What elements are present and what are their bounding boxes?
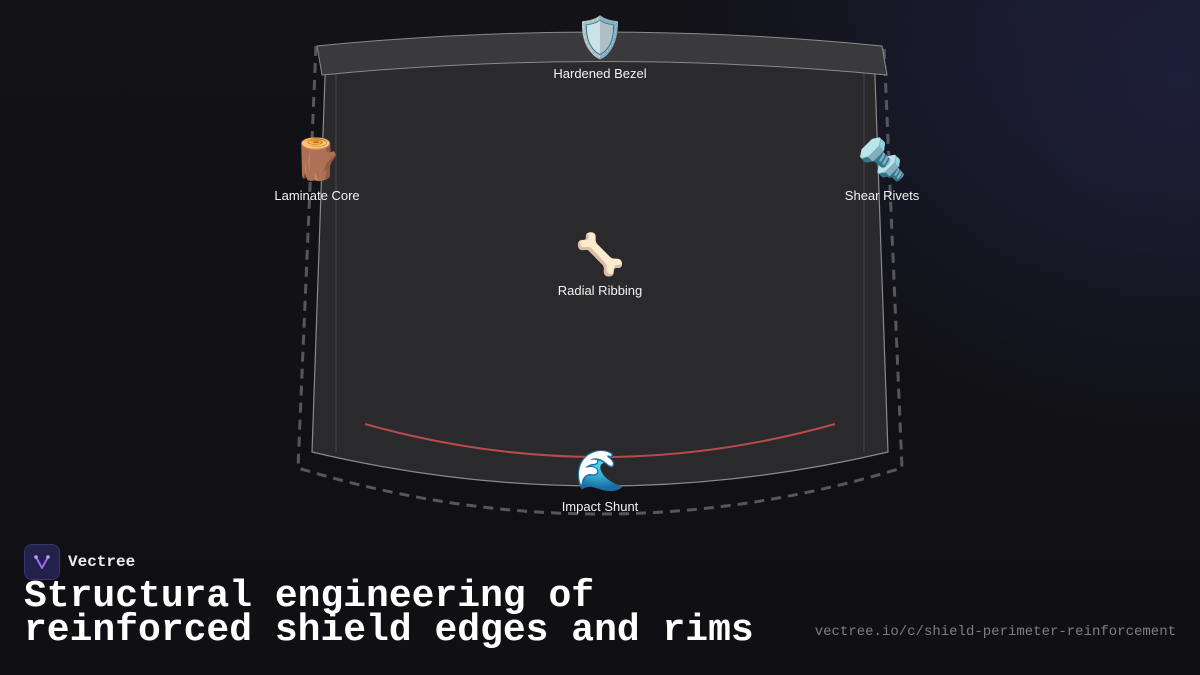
node-laminate-core: 🪵 Laminate Core [274,136,359,203]
brand: Vectree [24,544,135,580]
log-icon: 🪵 [292,137,342,183]
brand-name: Vectree [68,553,136,571]
node-impact-shunt: 🌊 Impact Shunt [562,447,639,514]
node-label: Impact Shunt [561,499,639,514]
node-label: Radial Ribbing [557,283,643,298]
dashed-perimeter [296,45,904,516]
node-shear-rivets: 🔩 Shear Rivets [845,136,919,203]
vectree-logo-icon [24,544,60,580]
page-title: Structural engineering of reinforced shi… [24,575,754,652]
source-url[interactable]: vectree.io/c/shield-perimeter-reinforcem… [814,624,1176,640]
nut-and-bolt-icon: 🔩 [857,137,907,183]
wave-icon: 🌊 [575,448,625,494]
node-radial-ribbing: 🦴 Radial Ribbing [558,231,643,298]
node-hardened-bezel: 🛡️ Hardened Bezel [553,14,646,81]
impact-curve [364,423,836,458]
node-label: Shear Rivets [844,188,920,203]
bezel-band [316,31,888,76]
shield-icon: 🛡️ [575,15,625,61]
node-label: Hardened Bezel [553,66,647,81]
node-label: Laminate Core [274,188,360,203]
bone-icon: 🦴 [575,232,625,278]
